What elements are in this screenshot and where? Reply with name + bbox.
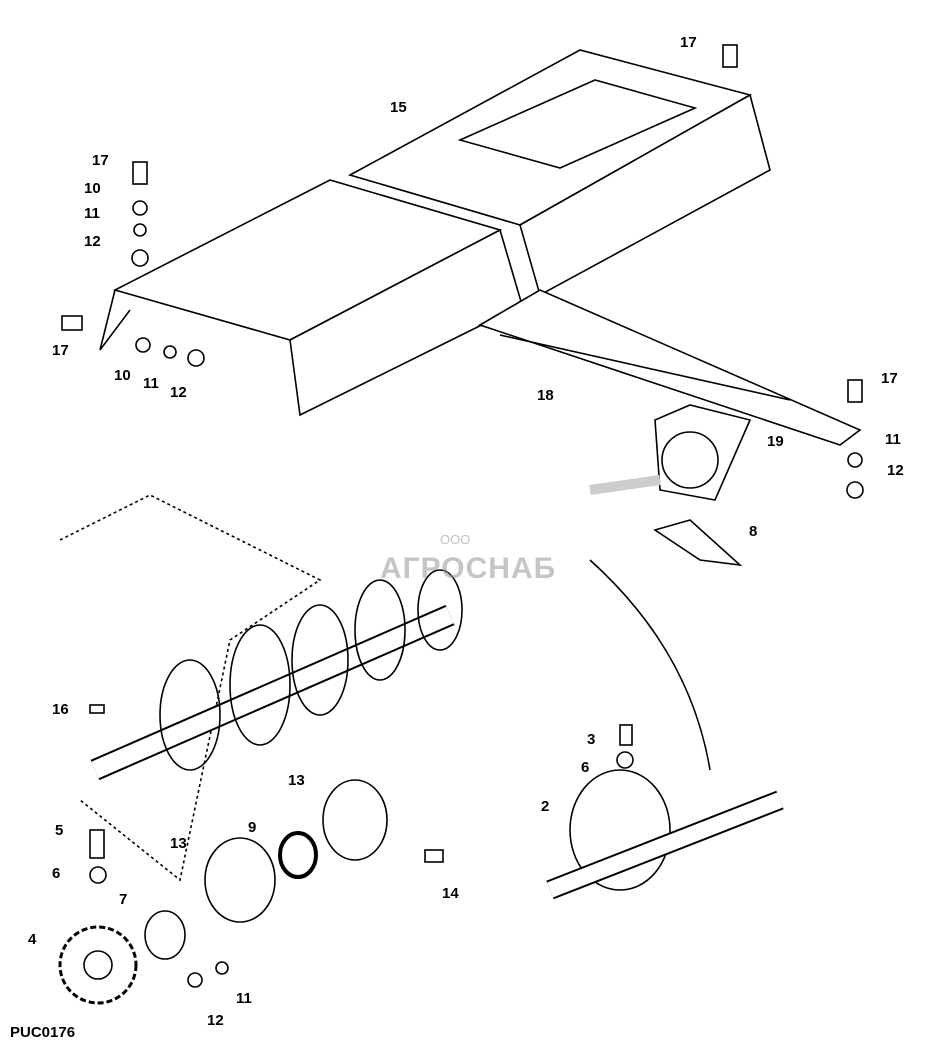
bearing-housing-19 [589, 404, 752, 501]
cover-panel-left [99, 179, 523, 417]
diagram-code: PUC0176 [10, 1024, 76, 1041]
callout-15: 15 [390, 99, 407, 116]
flight-2 [546, 769, 784, 900]
frame-outline [59, 494, 322, 882]
watermark-logo: АГРОСНАБ [380, 552, 557, 585]
callout-18: 18 [537, 387, 554, 404]
callout-17: 17 [680, 34, 697, 51]
auger-shaft [90, 569, 463, 781]
callout-8: 8 [749, 523, 758, 540]
callout-17: 17 [881, 370, 898, 387]
bearing-flanges [144, 779, 388, 960]
callout-12: 12 [207, 1012, 224, 1029]
callout-16: 16 [52, 701, 69, 718]
callout-12: 12 [887, 462, 904, 479]
callout-10: 10 [114, 367, 131, 384]
hardware [61, 44, 864, 988]
callout-3: 3 [587, 731, 596, 748]
callout-7: 7 [119, 891, 128, 908]
callout-19: 19 [767, 433, 784, 450]
callout-12: 12 [170, 384, 187, 401]
callout-11: 11 [885, 431, 901, 448]
callout-11: 11 [84, 205, 100, 222]
callout-11: 11 [143, 375, 159, 392]
bracket-8 [653, 519, 743, 567]
callout-17: 17 [92, 152, 109, 169]
callout-4: 4 [28, 931, 37, 948]
callout-12: 12 [84, 233, 101, 250]
callout-10: 10 [84, 180, 101, 197]
callout-9: 9 [248, 819, 257, 836]
detail-arc [589, 559, 711, 771]
callout-5: 5 [55, 822, 64, 839]
callout-14: 14 [442, 885, 459, 902]
callout-6: 6 [52, 865, 61, 882]
callout-2: 2 [541, 798, 550, 815]
sprocket-4 [58, 925, 138, 1005]
callout-13: 13 [288, 772, 305, 789]
callout-11: 11 [236, 990, 252, 1007]
rail-18 [478, 289, 862, 446]
cover-panel-15 [347, 49, 771, 297]
callout-6: 6 [581, 759, 590, 776]
callout-13: 13 [170, 835, 187, 852]
callout-17: 17 [52, 342, 69, 359]
watermark-prefix: ООО [440, 532, 471, 547]
